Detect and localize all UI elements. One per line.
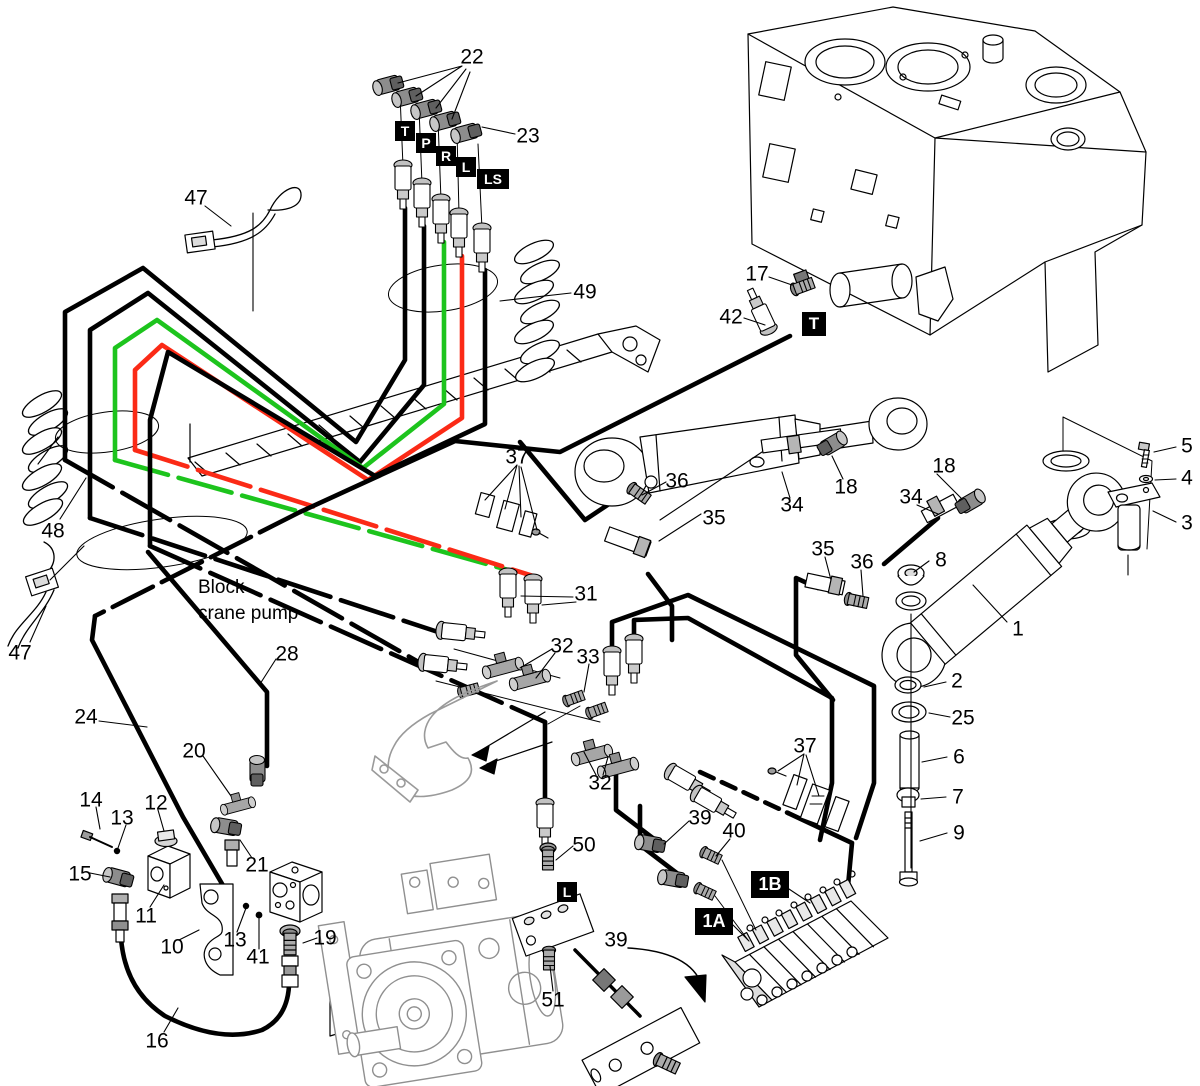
hose-42-24 <box>297 333 793 515</box>
cable-tie-bottom <box>7 541 60 649</box>
callout-22-0: 22 <box>460 45 484 69</box>
callout-21-44: 21 <box>245 853 269 877</box>
callout-32-23: 32 <box>550 634 574 658</box>
callout-13-41: 13 <box>223 928 247 952</box>
callout-3-17: 3 <box>1181 511 1193 535</box>
callout-5-15: 5 <box>1181 434 1193 458</box>
callout-36-20: 36 <box>850 550 874 574</box>
callout-7-29: 7 <box>952 785 964 809</box>
port-badge-T-0: T <box>395 121 415 141</box>
callout-39-48: 39 <box>688 806 712 830</box>
block-annotation-line1: Block <box>198 577 245 598</box>
cylinder-top <box>574 397 928 559</box>
callout-24-33: 24 <box>74 705 98 729</box>
callout-34-14: 34 <box>899 485 923 509</box>
callout-17-6: 17 <box>745 262 769 286</box>
callout-9-30: 9 <box>953 821 965 845</box>
hose-LS <box>147 267 488 549</box>
callout-47-2: 47 <box>184 186 208 210</box>
manifold-L <box>511 797 595 971</box>
block-annotation-line2: crane pump <box>198 602 299 624</box>
callout-25-27: 25 <box>951 706 975 730</box>
manifold-bottom <box>573 948 701 1086</box>
callout-15-38: 15 <box>68 862 92 886</box>
port-badge-L-6: L <box>557 882 577 902</box>
callout-16-45: 16 <box>145 1029 169 1053</box>
callout-34-11: 34 <box>780 493 804 517</box>
callout-41-42: 41 <box>246 945 270 969</box>
hose-T <box>62 205 408 463</box>
callout-48-4: 48 <box>41 519 65 543</box>
callout-19-43: 19 <box>313 926 337 950</box>
callout-51-47: 51 <box>541 988 565 1012</box>
callout-33-24: 33 <box>576 645 600 669</box>
callout-32-25: 32 <box>588 771 612 795</box>
callout-6-28: 6 <box>953 745 965 769</box>
chassis-frame <box>747 6 1147 373</box>
port-badge-1A-7: 1A <box>695 907 733 935</box>
fitting-17-42 <box>741 269 817 339</box>
callout-12-37: 12 <box>144 791 168 815</box>
callout-1-21: 1 <box>1012 617 1024 641</box>
fittings-cluster-center <box>416 567 740 824</box>
callout-42-7: 42 <box>719 305 743 329</box>
callout-50-46: 50 <box>572 833 596 857</box>
callout-18-12: 18 <box>834 475 858 499</box>
port-badge-T-5: T <box>802 312 826 336</box>
leader-lines <box>29 65 1177 1033</box>
hoses <box>62 205 941 1037</box>
valve-bank <box>721 870 889 1008</box>
hose-28 <box>145 549 270 769</box>
port-badge-1B-8: 1B <box>751 870 789 898</box>
callout-37-8: 37 <box>505 445 529 469</box>
callout-14-35: 14 <box>79 788 103 812</box>
valve-block-left <box>80 754 351 1037</box>
callout-11-39: 11 <box>135 904 157 928</box>
callout-37-31: 37 <box>793 734 817 758</box>
callout-18-13: 18 <box>932 454 956 478</box>
hose-39-outer <box>609 592 877 841</box>
spiral-wrap-49 <box>513 239 561 383</box>
hose-P <box>87 223 427 521</box>
clamp-set-37-upper <box>474 491 549 539</box>
callout-4-16: 4 <box>1181 466 1193 490</box>
port-badge-R-2: R <box>436 146 456 166</box>
port-badge-P-1: P <box>416 133 436 153</box>
bracket-center <box>371 680 498 803</box>
callout-35-10: 35 <box>702 506 726 530</box>
callout-20-34: 20 <box>182 739 206 763</box>
cable-tie-top <box>184 186 302 254</box>
mounting-rail <box>187 325 661 477</box>
pointer-arrows <box>471 711 707 1003</box>
block-annotation: Block crane pump <box>198 575 298 626</box>
callout-23-1: 23 <box>516 124 540 148</box>
callout-8-18: 8 <box>935 548 947 572</box>
hose-R-green <box>112 239 447 471</box>
callout-13-36: 13 <box>110 806 134 830</box>
hose-16 <box>118 935 292 1037</box>
callout-40-49: 40 <box>722 819 746 843</box>
callout-36-9: 36 <box>665 469 689 493</box>
clamp-set-37-lower <box>767 767 850 833</box>
hydraulic-pump <box>317 853 564 1086</box>
hose-39-inner <box>631 615 835 843</box>
callout-47-5: 47 <box>8 641 32 665</box>
port-badge-L-3: L <box>456 157 476 177</box>
callout-2-26: 2 <box>951 669 963 693</box>
callout-49-3: 49 <box>573 280 597 304</box>
callout-28-32: 28 <box>275 642 299 666</box>
callout-31-22: 31 <box>574 582 598 606</box>
cylinder-right <box>804 416 1161 887</box>
port-badge-LS-4: LS <box>477 169 509 189</box>
callout-35-19: 35 <box>811 537 835 561</box>
spiral-wrap-48 <box>21 390 69 526</box>
callout-39-50: 39 <box>604 928 628 952</box>
callout-10-40: 10 <box>160 935 184 959</box>
